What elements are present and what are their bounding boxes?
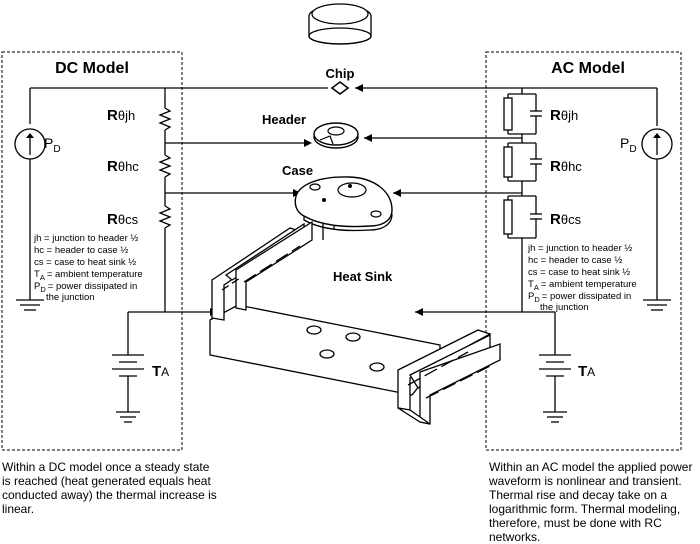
dc-ta-source xyxy=(112,311,165,423)
svg-text:PD= power dissipated in: PD= power dissipated in xyxy=(34,281,137,294)
header-label: Header xyxy=(262,112,306,127)
svg-text:PD= power dissipated in: PD= power dissipated in xyxy=(528,291,631,304)
svg-text:cs = case to heat sink ½: cs = case to heat sink ½ xyxy=(528,267,630,278)
ac-legend: jh = junction to header ½ hc = header to… xyxy=(527,243,637,313)
dc-pd-label: PD xyxy=(44,135,61,155)
case-label: Case xyxy=(282,163,313,178)
chip-illustration xyxy=(308,3,372,45)
ac-ta-label: TA xyxy=(578,363,595,380)
svg-text:TA= ambient temperature: TA= ambient temperature xyxy=(34,269,143,282)
ac-pd-source xyxy=(641,88,673,311)
chip-label: Chip xyxy=(326,66,355,81)
dc-resistor-chain xyxy=(158,88,218,316)
svg-text:the junction: the junction xyxy=(46,292,95,303)
svg-text:jh = junction to header ½: jh = junction to header ½ xyxy=(33,233,138,244)
ac-r-cs-label: Rθcs xyxy=(550,211,582,228)
svg-text:TA= ambient temperature: TA= ambient temperature xyxy=(528,279,637,292)
dc-r-hc-label: Rθhc xyxy=(107,158,139,175)
dc-model: DC Model PD Rθjh Rθhc xyxy=(1,51,328,451)
chip-die-icon xyxy=(330,81,350,95)
dc-model-frame xyxy=(1,51,183,451)
svg-text:jh = junction to header ½: jh = junction to header ½ xyxy=(527,243,632,254)
dc-model-caption: Within a DC model once a steady state is… xyxy=(2,460,217,516)
dc-r-jh-label: Rθjh xyxy=(107,107,135,124)
ac-pd-label: PD xyxy=(620,135,637,155)
header-illustration xyxy=(313,122,359,149)
ac-ta-source xyxy=(539,312,571,423)
dc-model-title: DC Model xyxy=(55,60,129,77)
svg-text:hc = header to case ½: hc = header to case ½ xyxy=(34,245,128,256)
ac-r-hc-label: Rθhc xyxy=(550,158,582,175)
dc-r-cs-label: Rθcs xyxy=(107,211,139,228)
dc-pd-source xyxy=(14,88,46,311)
svg-text:cs = case to heat sink ½: cs = case to heat sink ½ xyxy=(34,257,136,268)
ac-r-jh-label: Rθjh xyxy=(550,107,578,124)
svg-text:the junction: the junction xyxy=(540,302,589,313)
ac-model: AC Model PD xyxy=(355,51,682,451)
ac-model-title: AC Model xyxy=(551,60,625,77)
svg-text:hc = header to case ½: hc = header to case ½ xyxy=(528,255,622,266)
ac-rc-chain xyxy=(503,88,542,312)
ac-model-frame xyxy=(485,51,682,451)
ac-model-caption: Within an AC model the applied power wav… xyxy=(489,460,693,544)
heat-sink-illustration xyxy=(209,220,501,425)
heat-sink-label: Heat Sink xyxy=(333,269,393,284)
dc-ta-label: TA xyxy=(152,363,169,380)
dc-legend: jh = junction to header ½ hc = header to… xyxy=(33,233,143,303)
case-illustration xyxy=(294,176,393,240)
